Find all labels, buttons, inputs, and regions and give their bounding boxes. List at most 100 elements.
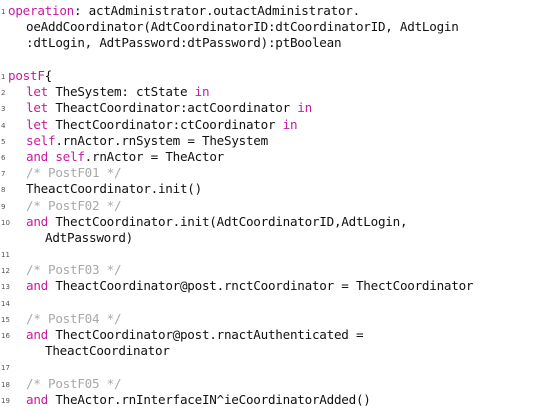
- post-line: AdtPassword): [0, 230, 550, 246]
- code-text: /* PostF05 */: [26, 375, 122, 392]
- post-line: 16 and ThectCoordinator@post.rnactAuthent…: [0, 327, 550, 343]
- code-text: /* PostF02 */: [26, 197, 122, 214]
- post-line: 12 /* PostF03 */: [0, 262, 550, 278]
- line-number: 19: [1, 396, 10, 405]
- post-line: 8 TheactCoordinator.init(): [0, 181, 550, 197]
- code-text: and TheactCoordinator@post.rnctCoordinat…: [26, 278, 474, 294]
- line-number: 5: [1, 137, 6, 146]
- post-line: 2 let TheSystem: ctState in: [0, 84, 550, 100]
- comment-token: /* PostF02 */: [26, 197, 122, 213]
- post-line: 11: [0, 246, 550, 262]
- code-token: TheactCoordinator: [45, 343, 170, 359]
- code-token: TheactCoordinator@post.rnctCoordinator =…: [48, 278, 474, 294]
- keyword-token: in: [194, 84, 210, 100]
- comment-token: /* PostF05 */: [26, 375, 122, 391]
- operation-line: oeAddCoordinator(AdtCoordinatorID:dtCoor…: [0, 19, 550, 35]
- line-number: 14: [1, 299, 10, 308]
- keyword-token: postF: [8, 68, 45, 83]
- line-number: 2: [1, 89, 6, 98]
- comment-token: /* PostF03 */: [26, 262, 122, 278]
- post-line: 19 and TheActor.rnInterfaceIN^ieCoordinat…: [0, 392, 550, 408]
- keyword-token: let: [26, 84, 48, 100]
- code-token: TheSystem: ctState: [48, 84, 195, 100]
- line-number: 6: [1, 153, 6, 162]
- keyword-token: operation: [8, 3, 74, 18]
- line-number: 11: [1, 251, 10, 260]
- post-line: 10 and ThectCoordinator.init(AdtCoordinat…: [0, 214, 550, 230]
- code-text: :dtLogin, AdtPassword:dtPassword):ptBool…: [26, 35, 342, 51]
- post-line: 5 self.rnActor.rnSystem = TheSystem: [0, 133, 550, 149]
- line-number: 15: [1, 315, 10, 324]
- code-text: let TheactCoordinator:actCoordinator in: [26, 100, 312, 116]
- post-line: TheactCoordinator: [0, 343, 550, 359]
- code-token: ThectCoordinator:ctCoordinator: [48, 116, 283, 132]
- line-number: 17: [1, 364, 10, 373]
- post-line: 6 and self.rnActor = TheActor: [0, 149, 550, 165]
- code-text: /* PostF04 */: [26, 310, 122, 327]
- code-token: TheactCoordinator:actCoordinator: [48, 100, 298, 116]
- code-token: ThectCoordinator@post.rnactAuthenticated…: [48, 327, 364, 342]
- keyword-token: and: [26, 327, 48, 342]
- code-token: ThectCoordinator.init(AdtCoordinatorID,A…: [48, 213, 408, 229]
- keyword-token: let: [26, 100, 48, 116]
- keyword-token: let: [26, 116, 48, 132]
- comment-token: /* PostF01 */: [26, 165, 122, 181]
- keyword-token: in: [297, 100, 312, 116]
- code-text: /* PostF03 */: [26, 262, 122, 278]
- line-number: 10: [1, 218, 10, 227]
- post-line: 14: [0, 295, 550, 311]
- line-number: 7: [1, 170, 6, 179]
- code-text: and TheActor.rnInterfaceIN^ieCoordinator…: [26, 392, 371, 408]
- keyword-token: and self: [26, 148, 85, 164]
- post-line: 3 let TheactCoordinator:actCoordinator in: [0, 100, 550, 116]
- line-number: 1: [1, 73, 6, 81]
- post-line: 18 /* PostF05 */: [0, 376, 550, 392]
- code-token: oeAddCoordinator(AdtCoordinatorID:dtCoor…: [26, 19, 459, 35]
- code-text: let TheSystem: ctState in: [26, 84, 210, 100]
- line-number: 4: [1, 121, 6, 130]
- code-text: TheactCoordinator: [45, 343, 170, 359]
- line-number: 16: [1, 332, 10, 340]
- code-token: {: [44, 68, 53, 83]
- code-text: self.rnActor.rnSystem = TheSystem: [26, 133, 268, 149]
- post-line: 9 /* PostF02 */: [0, 198, 550, 214]
- keyword-token: in: [282, 116, 298, 132]
- post-line: 15 /* PostF04 */: [0, 311, 550, 327]
- operation-line: :dtLogin, AdtPassword:dtPassword):ptBool…: [0, 35, 550, 51]
- code-text: postF{: [8, 68, 52, 84]
- line-number: 3: [1, 105, 6, 114]
- keyword-token: self: [26, 132, 56, 148]
- code-token: AdtPassword): [45, 229, 133, 245]
- line-number: 8: [1, 186, 6, 195]
- keyword-token: and: [26, 391, 48, 407]
- code-token: .rnActor.rnSystem = TheSystem: [55, 132, 268, 148]
- post-line: 4 let ThectCoordinator:ctCoordinator in: [0, 117, 550, 133]
- post-line: 13 and TheactCoordinator@post.rnctCoordin…: [0, 278, 550, 294]
- post-line: 17: [0, 359, 550, 375]
- comment-token: /* PostF04 */: [26, 310, 122, 326]
- keyword-token: and: [26, 213, 48, 229]
- post-line: 7 /* PostF01 */: [0, 165, 550, 181]
- code-text: TheactCoordinator.init(): [26, 181, 202, 197]
- code-text: and ThectCoordinator@post.rnactAuthentic…: [26, 327, 364, 343]
- line-number: 12: [1, 267, 10, 276]
- line-number: 1: [1, 8, 6, 16]
- code-token: .rnActor = TheActor: [84, 148, 225, 164]
- code-token: : actAdministrator.outactAdministrator.: [74, 3, 360, 18]
- line-number: 18: [1, 380, 10, 389]
- code-token: :dtLogin, AdtPassword:dtPassword):ptBool…: [26, 35, 342, 51]
- line-number: 13: [1, 283, 10, 292]
- code-text: and ThectCoordinator.init(AdtCoordinator…: [26, 213, 408, 230]
- code-text: oeAddCoordinator(AdtCoordinatorID:dtCoor…: [26, 19, 459, 35]
- line-number: 9: [1, 202, 6, 211]
- code-text: and self.rnActor = TheActor: [26, 149, 224, 165]
- code-token: TheActor.rnInterfaceIN^ieCoordinatorAdde…: [48, 391, 371, 407]
- code-text: /* PostF01 */: [26, 165, 122, 181]
- code-text: AdtPassword): [45, 230, 133, 246]
- code-text: let ThectCoordinator:ctCoordinator in: [26, 116, 298, 133]
